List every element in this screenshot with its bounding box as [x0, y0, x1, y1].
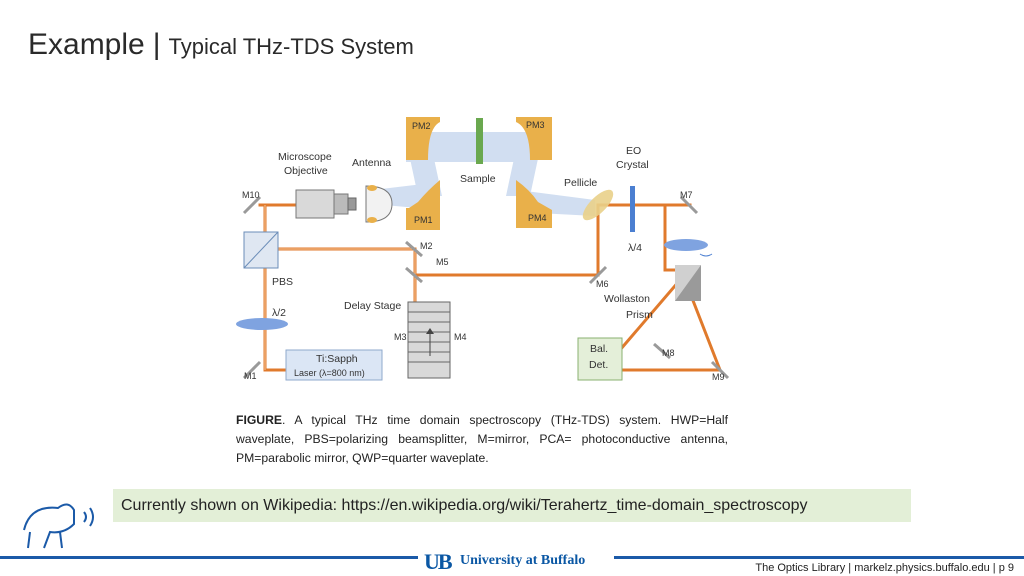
caption-text: . A typical THz time domain spectroscopy… — [236, 413, 728, 465]
label-bal-2: Det. — [589, 359, 608, 371]
mirror-m8 — [653, 342, 671, 360]
optical-beam — [258, 203, 723, 372]
label-pm4: PM4 — [528, 213, 547, 223]
pbs-cube — [243, 231, 279, 269]
label-pbs: PBS — [272, 276, 293, 288]
label-antenna: Antenna — [352, 157, 391, 169]
mirror-m2 — [405, 240, 423, 258]
parabolic-mirror-pm2 — [406, 117, 440, 160]
mirror-m6 — [588, 265, 608, 285]
label-laser-1: Ti:Sapph — [316, 353, 358, 365]
label-microscope-1: Microscope — [278, 151, 332, 163]
title-main: Example — [28, 28, 145, 61]
mirror-m1 — [242, 360, 262, 380]
mirror-m10 — [242, 195, 262, 215]
sample-slide — [476, 118, 483, 164]
wollaston-prism — [675, 265, 701, 301]
label-m3: M3 — [394, 332, 407, 342]
laser-box — [285, 349, 383, 381]
university-name: University at Buffalo — [460, 553, 586, 568]
caption-bold: FIGURE — [236, 413, 283, 427]
label-m10: M10 — [242, 190, 260, 200]
label-m2: M2 — [420, 241, 433, 251]
label-sample: Sample — [460, 173, 496, 185]
label-qwp: λ/4 — [628, 242, 642, 254]
label-eo-1: EO — [626, 145, 641, 157]
label-hwp: λ/2 — [272, 307, 286, 319]
half-waveplate — [236, 318, 288, 330]
label-pm3: PM3 — [526, 120, 545, 130]
label-m4: M4 — [454, 332, 467, 342]
footer-credit: The Optics Library | markelz.physics.buf… — [755, 562, 1014, 574]
balanced-detector — [577, 337, 623, 381]
label-m9: M9 — [712, 372, 725, 382]
pellicle — [582, 189, 614, 221]
delay-stage — [407, 301, 451, 379]
eo-crystal — [630, 186, 635, 232]
microscope-objective — [295, 189, 357, 219]
ub-logo-block: UB University at Buffalo — [418, 547, 614, 575]
buffalo-icon — [23, 503, 94, 549]
label-m1: M1 — [244, 371, 257, 381]
label-wollaston-2: Prism — [626, 309, 653, 321]
label-delay-stage: Delay Stage — [344, 300, 401, 312]
mirror-m9 — [710, 360, 730, 380]
parabolic-mirror-pm4 — [516, 180, 552, 228]
slide-title: Example| Typical THz-TDS System — [28, 28, 414, 62]
figure-caption: FIGURE. A typical THz time domain spectr… — [236, 411, 728, 468]
ub-logo: UB — [424, 549, 453, 574]
label-bal-1: Bal. — [590, 343, 608, 355]
label-pm2: PM2 — [412, 121, 431, 131]
parabolic-mirror-pm3 — [516, 117, 552, 160]
label-pm1: PM1 — [414, 215, 433, 225]
wikipedia-banner: Currently shown on Wikipedia: https://en… — [113, 489, 911, 522]
label-m5: M5 — [436, 257, 449, 267]
label-m8: M8 — [662, 348, 675, 358]
mirror-m7 — [679, 195, 699, 215]
antenna — [365, 185, 393, 223]
label-m7: M7 — [680, 190, 693, 200]
parabolic-mirror-pm1 — [406, 180, 440, 230]
mirror-m5 — [405, 266, 423, 284]
title-separator: | — [152, 28, 161, 61]
label-m6: M6 — [596, 279, 609, 289]
title-subtitle: Typical THz-TDS System — [168, 34, 414, 59]
label-eo-2: Crystal — [616, 159, 649, 171]
label-laser-2: Laser (λ=800 nm) — [294, 368, 365, 378]
label-pellicle: Pellicle — [564, 177, 597, 189]
label-microscope-2: Objective — [284, 165, 328, 177]
quarter-waveplate — [664, 239, 708, 251]
label-wollaston-1: Wollaston — [604, 293, 650, 305]
banner-text: Currently shown on Wikipedia: https://en… — [121, 497, 808, 514]
flat-mirrors — [242, 195, 730, 380]
